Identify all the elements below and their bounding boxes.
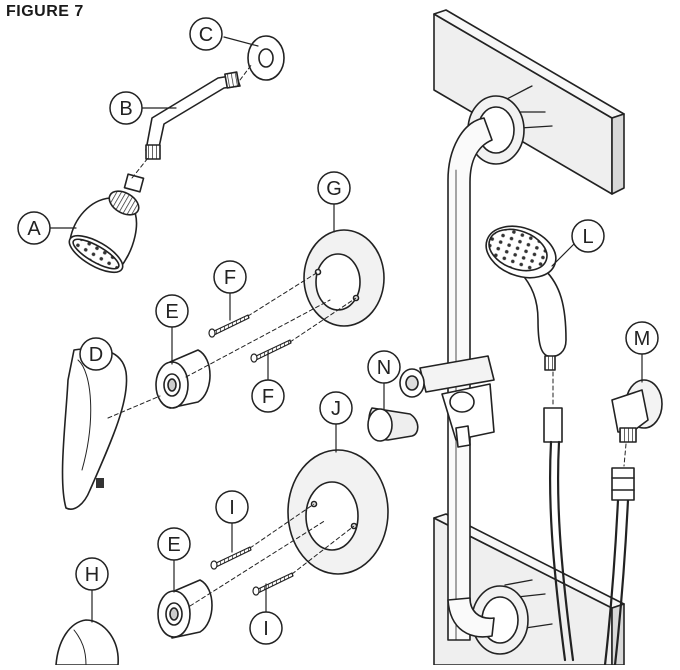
trim-screws-i bbox=[210, 546, 294, 596]
callout-c-label: C bbox=[199, 24, 213, 46]
callout-f-upper: F bbox=[213, 260, 247, 294]
callout-f-lower-label: F bbox=[262, 386, 274, 408]
callout-n-label: N bbox=[377, 357, 391, 379]
callout-e-lower-label: E bbox=[167, 534, 180, 556]
callout-g: G bbox=[317, 171, 351, 205]
assembly-guide-lines bbox=[107, 63, 627, 607]
shower-arm bbox=[145, 71, 241, 160]
callout-h-label: H bbox=[85, 564, 99, 586]
wall-elbow bbox=[611, 379, 663, 443]
callout-b-label: B bbox=[119, 98, 132, 120]
shower-hose bbox=[543, 407, 635, 667]
callout-j: J bbox=[319, 391, 353, 425]
callout-m-label: M bbox=[634, 328, 651, 350]
showerhead bbox=[68, 173, 145, 274]
callout-i-upper: I bbox=[215, 490, 249, 524]
callout-i-lower-label: I bbox=[263, 618, 269, 640]
slide-bracket bbox=[367, 355, 495, 448]
callout-e-upper: E bbox=[155, 294, 189, 328]
callout-m: M bbox=[625, 321, 659, 355]
callout-e-upper-label: E bbox=[165, 301, 178, 323]
callout-g-label: G bbox=[326, 178, 342, 200]
handheld-shower bbox=[485, 225, 567, 371]
trim-screws-f bbox=[208, 314, 292, 363]
callout-c: C bbox=[189, 17, 223, 51]
handle-sleeve-upper bbox=[155, 349, 211, 409]
callout-i-upper-label: I bbox=[229, 497, 235, 519]
callout-h: H bbox=[75, 557, 109, 591]
faucet-handle-lower bbox=[55, 619, 119, 666]
callout-a-label: A bbox=[27, 218, 41, 240]
figure-title: FIGURE 7 bbox=[6, 3, 84, 20]
callout-l-label: L bbox=[582, 226, 593, 248]
callout-l: L bbox=[571, 219, 605, 253]
callout-a: A bbox=[17, 211, 51, 245]
callout-n: N bbox=[367, 350, 401, 384]
callout-b: B bbox=[109, 91, 143, 125]
wall-board-top bbox=[433, 9, 625, 195]
callout-f-lower: F bbox=[251, 379, 285, 413]
callout-j-label: J bbox=[331, 398, 341, 420]
handle-sleeve-lower bbox=[157, 579, 213, 639]
callout-i-lower: I bbox=[249, 611, 283, 645]
trim-plate-small bbox=[303, 229, 385, 327]
callout-d: D bbox=[79, 337, 113, 371]
callout-d-label: D bbox=[89, 344, 103, 366]
callout-f-upper-label: F bbox=[224, 267, 236, 289]
shower-arm-flange bbox=[247, 35, 285, 81]
faucet-handle-upper bbox=[61, 347, 128, 510]
callout-e-lower: E bbox=[157, 527, 191, 561]
